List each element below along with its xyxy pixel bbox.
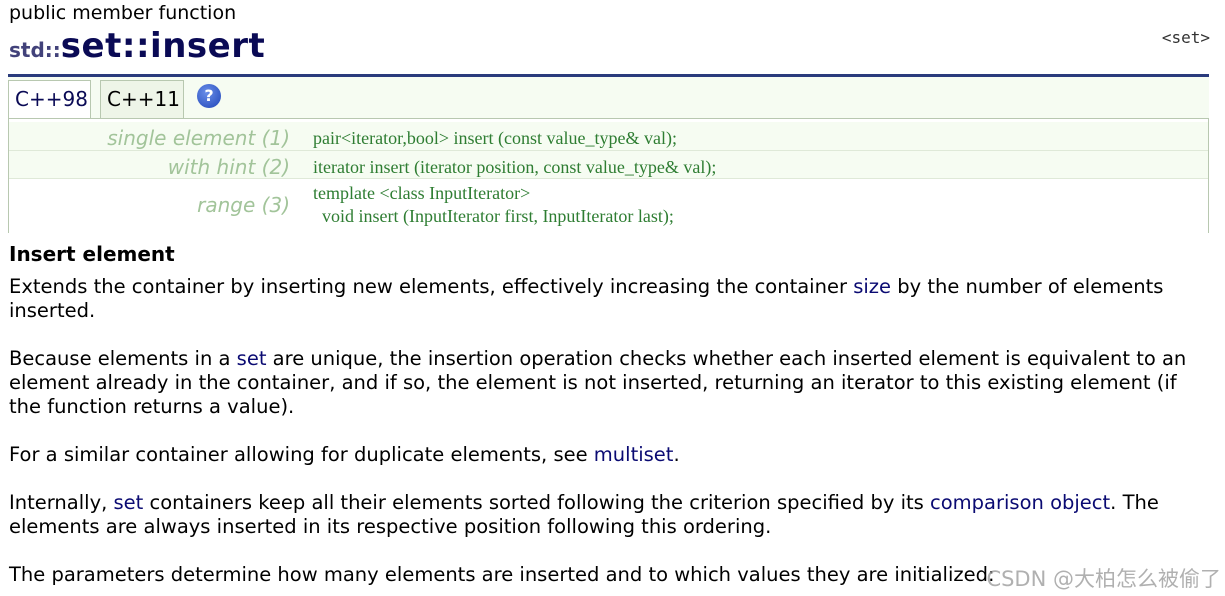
set-link[interactable]: set — [236, 347, 267, 370]
class-name[interactable]: set — [60, 26, 122, 66]
header-file-link[interactable]: <set> — [1161, 28, 1210, 47]
description-paragraph: Extends the container by inserting new e… — [9, 275, 1199, 323]
method-name: insert — [150, 26, 266, 66]
text: . The elements are always inserted in it… — [9, 491, 1159, 538]
description-paragraph: For a similar container allowing for dup… — [9, 443, 1199, 467]
standard-tabs: C++98 C++11 ? — [8, 77, 1209, 118]
text: Extends the container by inserting new e… — [9, 275, 854, 298]
text: containers keep all their elements sorte… — [143, 491, 931, 514]
declaration-row: single element (1) pair<iterator,bool> i… — [9, 122, 1208, 150]
declaration-code: pair<iterator,bool> insert (const value_… — [313, 128, 677, 148]
member-kind: public member function — [9, 2, 237, 24]
text: Because elements in a — [9, 347, 237, 370]
description-paragraph: Because elements in a set are unique, th… — [9, 347, 1199, 419]
tab-cpp11[interactable]: C++11 — [100, 80, 184, 118]
section-title: Insert element — [9, 242, 175, 266]
comparison-object-link[interactable]: comparison object — [930, 491, 1111, 514]
title-divider — [8, 74, 1209, 77]
description-paragraph: Internally, set containers keep all thei… — [9, 491, 1199, 539]
declarations-table: single element (1) pair<iterator,bool> i… — [8, 118, 1209, 233]
multiset-link[interactable]: multiset — [593, 443, 674, 466]
declaration-label: single element (1) — [107, 126, 290, 150]
scope-separator: :: — [121, 26, 151, 66]
declaration-row: with hint (2) iterator insert (iterator … — [9, 150, 1208, 179]
text: For a similar container allowing for dup… — [9, 443, 594, 466]
set-link[interactable]: set — [113, 491, 144, 514]
watermark: CSDN @大柏怎么被偷了 — [986, 567, 1221, 591]
text: Internally, — [9, 491, 114, 514]
title-name: set::insert — [61, 26, 265, 66]
namespace-label[interactable]: std:: — [9, 38, 61, 62]
question-circle-icon[interactable]: ? — [197, 84, 221, 108]
tab-cpp98[interactable]: C++98 — [8, 80, 91, 118]
declaration-code: iterator insert (iterator position, cons… — [313, 157, 717, 177]
text: . — [673, 443, 680, 466]
size-link[interactable]: size — [853, 275, 891, 298]
declaration-label: with hint (2) — [167, 155, 290, 179]
description-paragraph: The parameters determine how many elemen… — [9, 563, 995, 586]
declaration-row: range (3) template <class InputIterator>… — [9, 178, 1208, 233]
declaration-code: template <class InputIterator> void inse… — [313, 183, 674, 226]
text: by the number of elements inserted. — [9, 275, 1164, 322]
declaration-label: range (3) — [197, 193, 290, 217]
text: are unique, the insertion operation chec… — [9, 347, 1187, 418]
page-title: std::set::insert — [9, 26, 265, 66]
